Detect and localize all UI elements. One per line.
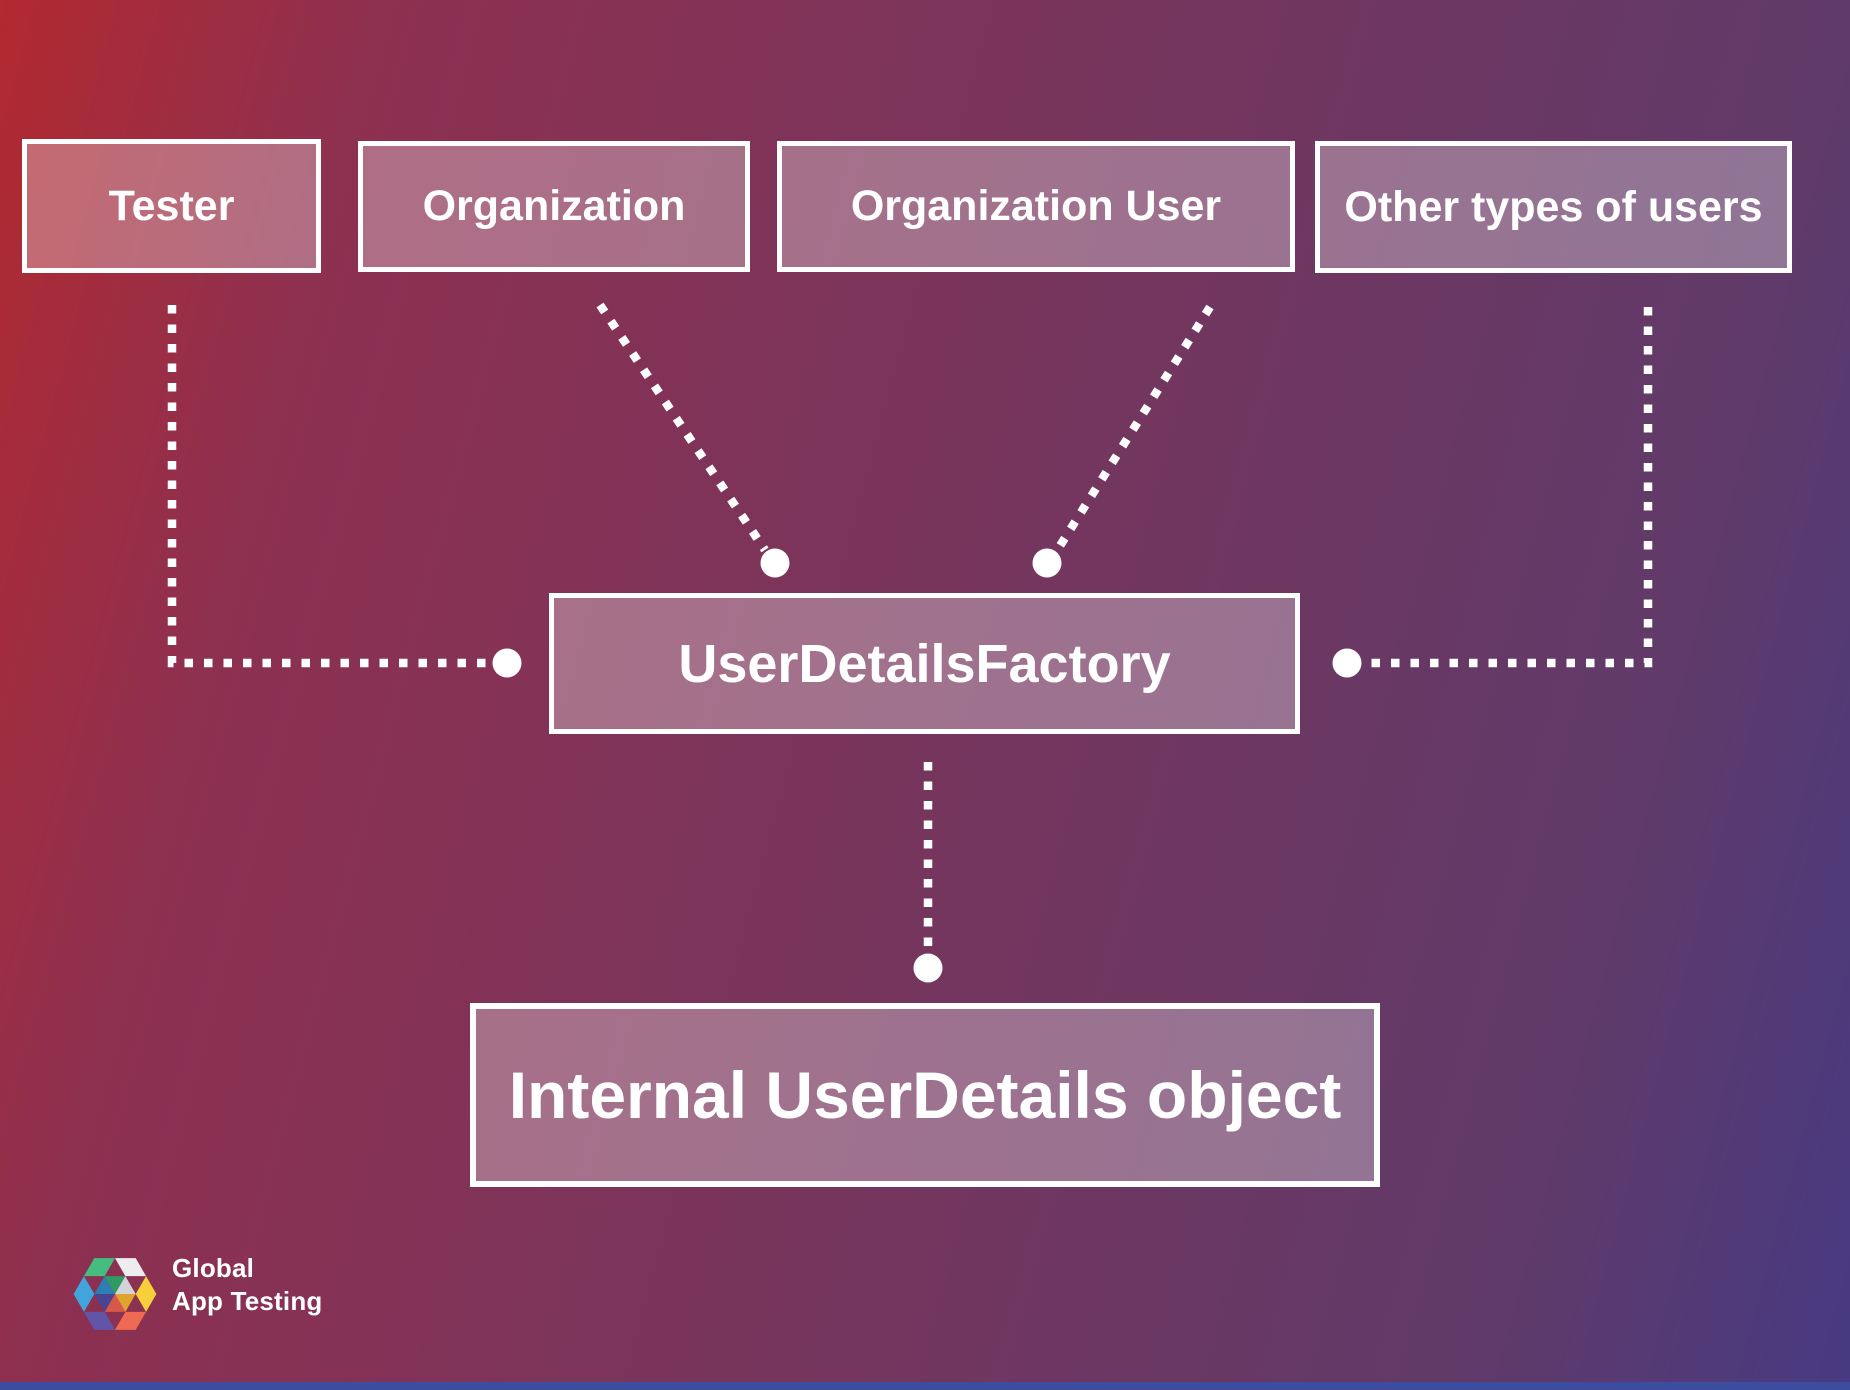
logo-inner-dark-yellow xyxy=(115,1294,136,1312)
global-app-testing-logo-icon xyxy=(73,1258,157,1330)
node-organization-user-label: Organization User xyxy=(850,182,1222,230)
connector-factory-to-internal-object xyxy=(913,762,943,983)
node-other-users-label: Other types of users xyxy=(1344,182,1763,231)
logo-inner-dark-purple xyxy=(94,1294,115,1312)
node-internal-user-details-object-label: Internal UserDetails object xyxy=(508,1058,1342,1132)
logo-inner-dark-red xyxy=(104,1294,126,1312)
logo-face-green xyxy=(83,1258,115,1277)
logo-inner-gray xyxy=(115,1276,136,1294)
node-user-details-factory: UserDetailsFactory xyxy=(549,593,1300,734)
connector-organization-to-factory xyxy=(596,302,790,578)
logo-text-line2: App Testing xyxy=(172,1286,323,1316)
logo-face-purple xyxy=(83,1311,115,1330)
logo-face-yellow xyxy=(135,1276,157,1312)
logo-face-red xyxy=(115,1311,147,1330)
node-organization-user: Organization User xyxy=(777,141,1295,272)
logo-inner-dark-blue xyxy=(94,1276,115,1294)
node-tester: Tester xyxy=(22,139,321,273)
connector-other-users-to-factory xyxy=(1332,307,1653,678)
bottom-accent-bar xyxy=(0,1382,1850,1390)
logo-text-line1: Global xyxy=(172,1253,255,1283)
node-other-users: Other types of users xyxy=(1315,141,1792,273)
connector-organization-user-to-factory xyxy=(1032,304,1214,578)
node-organization: Organization xyxy=(358,141,750,272)
connector-tester-to-factory xyxy=(167,305,522,678)
logo-inner-dark-green xyxy=(104,1276,126,1294)
node-tester-label: Tester xyxy=(108,181,235,230)
node-internal-user-details-object: Internal UserDetails object xyxy=(470,1003,1380,1187)
node-organization-label: Organization xyxy=(422,182,686,230)
logo-wordmark: Global App Testing xyxy=(172,1252,322,1318)
logo-face-white xyxy=(115,1258,147,1277)
logo-face-blue xyxy=(73,1276,95,1312)
node-user-details-factory-label: UserDetailsFactory xyxy=(678,633,1171,694)
